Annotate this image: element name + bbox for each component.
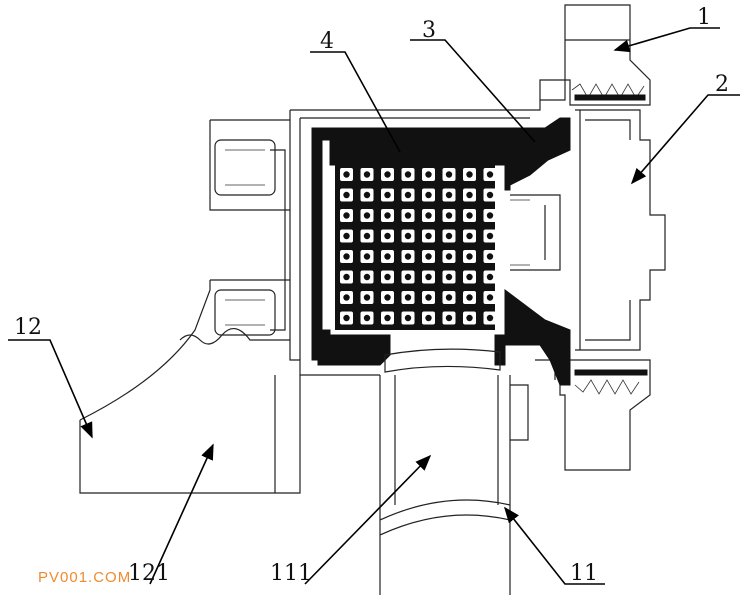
mesh-dot: [486, 212, 494, 219]
mesh-dot: [343, 273, 350, 281]
mesh-dot: [466, 232, 473, 240]
mesh-dot: [363, 273, 371, 281]
mesh-dot: [343, 253, 350, 260]
mesh-dot: [384, 314, 391, 322]
top-housing-part-1: [539, 4, 651, 106]
label-111: 111: [270, 561, 312, 586]
label-12: 12: [14, 315, 42, 340]
mesh-dot: [343, 191, 350, 199]
mesh-dot: [486, 294, 494, 301]
mesh-dot: [425, 314, 432, 322]
mesh-dot: [466, 212, 473, 219]
mesh-dot: [466, 314, 473, 322]
mesh-dot: [404, 273, 412, 281]
mesh-dot: [445, 171, 453, 178]
mesh-dot: [425, 232, 432, 240]
mesh-dot: [425, 212, 432, 219]
mesh-dot: [486, 191, 494, 199]
label-1: 1: [697, 5, 711, 30]
mesh-dot: [445, 294, 453, 301]
mesh-dot: [384, 232, 391, 240]
mesh-dot: [404, 171, 412, 178]
mesh-dot: [384, 171, 391, 178]
label-3: 3: [422, 18, 436, 43]
mesh-dot: [363, 232, 371, 240]
mesh-dot: [445, 232, 453, 240]
bottom-housing: [559, 359, 651, 471]
mesh-dot: [425, 273, 432, 281]
mesh-dot: [466, 253, 473, 260]
mesh-dot: [363, 294, 371, 301]
label-121: 121: [128, 561, 170, 586]
mesh-dot: [384, 253, 391, 260]
mesh-dot: [445, 253, 453, 260]
leader-lines: [8, 27, 740, 585]
label-2: 2: [715, 72, 729, 97]
mesh-dot: [343, 212, 350, 219]
mesh-dot: [404, 232, 412, 240]
mesh-dot: [384, 273, 391, 281]
mesh-dot: [404, 191, 412, 199]
mesh-dot: [363, 253, 371, 260]
mesh-dot: [445, 212, 453, 219]
label-4: 4: [320, 29, 334, 54]
mesh-dot: [343, 294, 350, 301]
mesh-dot: [466, 191, 473, 199]
mesh-dot: [486, 232, 494, 240]
mesh-dot: [425, 171, 432, 178]
mesh-dot: [486, 273, 494, 281]
mesh-dot: [445, 191, 453, 199]
mesh-dot: [445, 273, 453, 281]
mesh-dot: [384, 191, 391, 199]
mesh-dot: [363, 171, 371, 178]
filter-frame-part-3: [311, 117, 571, 386]
mesh-dot: [486, 171, 494, 178]
mesh-dot: [363, 314, 371, 322]
mesh-dot: [363, 191, 371, 199]
mesh-dot: [343, 314, 350, 322]
mesh-dot: [425, 191, 432, 199]
outlet-pipe-part-11: [379, 348, 529, 595]
mesh-dot: [343, 232, 350, 240]
mesh-dot: [425, 294, 432, 301]
inlet-body-part-12: [79, 119, 301, 494]
mesh-dot: [343, 171, 350, 178]
mesh-dot: [384, 212, 391, 219]
mesh-dot: [445, 314, 453, 322]
mesh-dot: [466, 273, 473, 281]
mesh-dot: [404, 253, 412, 260]
mesh-dot: [363, 212, 371, 219]
mesh-dot: [466, 171, 473, 178]
right-cap-part-2: [575, 109, 666, 351]
mesh-dot: [486, 314, 494, 322]
label-11: 11: [570, 561, 598, 586]
inner-passage: [510, 194, 561, 271]
mesh-dot: [404, 212, 412, 219]
mesh-dot: [466, 294, 473, 301]
mesh-dot: [384, 294, 391, 301]
mesh-dot: [404, 314, 412, 322]
mesh-dot: [486, 253, 494, 260]
watermark: PV001.COM: [38, 569, 131, 586]
mesh-dot: [404, 294, 412, 301]
filter-mesh-part-4: [335, 162, 497, 330]
mesh-dot: [425, 253, 432, 260]
